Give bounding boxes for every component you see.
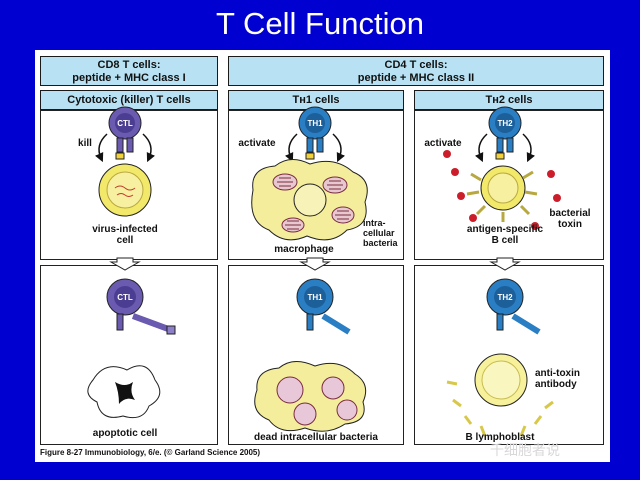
- label-antigen-specific-b-cell: antigen-specific B cell: [466, 224, 544, 246]
- label-virus-infected-cell: virus-infected cell: [92, 224, 158, 246]
- label-activate-th1: activate: [238, 138, 276, 149]
- subheader-ctl: Cytotoxic (killer) T cells: [40, 90, 218, 110]
- antigen-specific-b-cell: [466, 165, 538, 222]
- watermark: 千细胞者说: [490, 443, 560, 459]
- label-apoptotic-cell: apoptotic cell: [92, 428, 158, 439]
- label-b-lymphoblast: B lymphoblast: [465, 432, 535, 443]
- label-anti-toxin-antibody: anti-toxin antibody: [535, 368, 580, 390]
- ctl-cell-bottom: [106, 278, 176, 335]
- label-intracellular-bacteria: intra- cellular bacteria: [363, 218, 398, 248]
- apoptotic-cell: [87, 365, 161, 419]
- th1-cell-top: [298, 106, 332, 160]
- ctl-cell-top: [108, 106, 142, 160]
- th2-cell-bottom: [486, 278, 541, 335]
- diagram-graphics: [87, 106, 561, 437]
- antibodies: [446, 380, 554, 437]
- label-macrophage: macrophage: [274, 244, 334, 255]
- cell-label-th1-bottom: TH1: [307, 293, 323, 302]
- slide-title: T Cell Function: [216, 6, 424, 41]
- virus-infected-cell: [98, 163, 152, 217]
- label-dead-intracellular-bacteria: dead intracellular bacteria: [254, 432, 378, 443]
- b-lymphoblast: [474, 353, 528, 407]
- label-kill: kill: [78, 138, 92, 149]
- figure-caption: Figure 8-27 Immunobiology, 6/e. (© Garla…: [40, 448, 261, 457]
- label-bacterial-toxin: bacterial toxin: [549, 208, 591, 230]
- figure-panel: CD8 T cells: peptide + MHC class I CD4 T…: [35, 50, 610, 462]
- cell-label-th2-top: TH2: [497, 119, 513, 128]
- macrophage: [251, 159, 368, 241]
- bacterial-toxin-dots: [443, 150, 561, 230]
- cell-label-th2-bottom: TH2: [497, 293, 513, 302]
- label-activate-th2: activate: [424, 138, 462, 149]
- cell-label-ctl-top: CTL: [117, 119, 133, 128]
- macrophage-with-dead-bacteria: [254, 361, 367, 432]
- header-cd8: CD8 T cells: peptide + MHC class I: [40, 56, 218, 86]
- cell-label-th1-top: TH1: [307, 119, 323, 128]
- cell-label-ctl-bottom: CTL: [117, 293, 133, 302]
- th2-cell-top: [488, 106, 522, 160]
- header-cd4: CD4 T cells: peptide + MHC class II: [228, 56, 604, 86]
- th1-cell-bottom: [296, 278, 351, 335]
